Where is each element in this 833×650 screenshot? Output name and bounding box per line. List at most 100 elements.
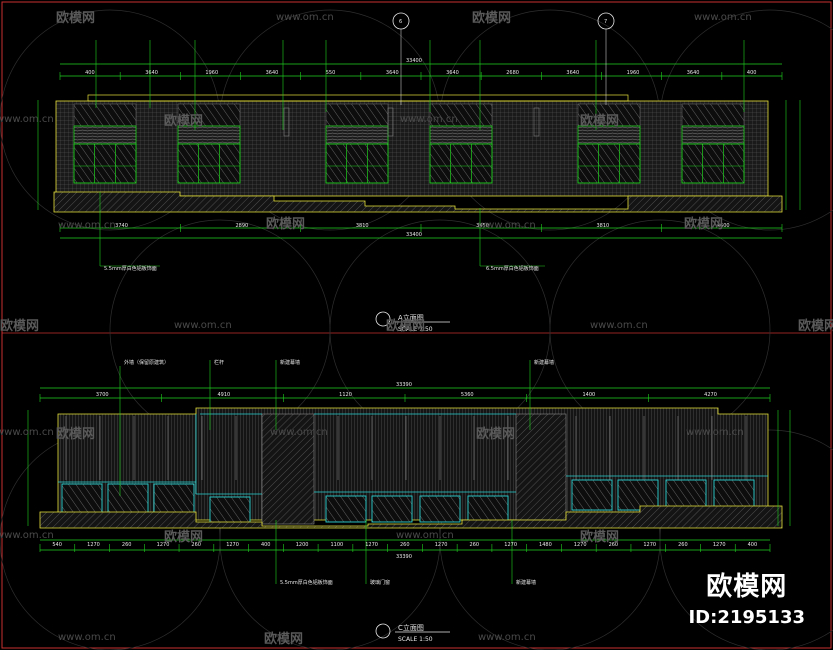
svg-text:www.om.cn: www.om.cn: [396, 530, 454, 541]
bay-c-window-5: [371, 495, 413, 523]
watermark-layer: 欧模网 www.om.cn 欧模网 www.om.cn www.om.cn 欧模…: [0, 10, 833, 647]
dim-c-bottom-13: 1270: [504, 542, 517, 548]
bay-a-window-4: [577, 143, 641, 184]
callout-c-top-3: 新建幕墙: [280, 359, 300, 366]
dim-c-top-2: 1120: [339, 392, 352, 398]
dim-c-top-4: 1400: [583, 392, 596, 398]
watermark-stamp: 欧模网 ID:2195133: [688, 566, 805, 628]
stamp-id: ID:2195133: [688, 607, 805, 628]
bay-a-window-1: [177, 143, 241, 184]
plinth-a: [53, 191, 783, 213]
bay-a-upper-2: [325, 103, 389, 127]
roof-line-a: [87, 94, 629, 102]
svg-text:欧模网: 欧模网: [476, 426, 515, 442]
frame-lines-c: [58, 413, 768, 495]
dim-c-bottom-17: 1270: [643, 542, 656, 548]
scale-a: SCALE 1:50: [398, 326, 433, 333]
dim-c-top-1: 4910: [218, 392, 231, 398]
dim-c-bottom-8: 1100: [330, 542, 343, 548]
callout-a-bottom-2: 6.5mm厚白色铝板饰面: [486, 265, 539, 272]
callout-c-top-4: 新建幕墙: [534, 359, 554, 366]
dim-c-bottom-7: 1200: [296, 542, 309, 548]
dim-c-bottom-1: 1270: [87, 542, 100, 548]
bay-c-window-4: [325, 495, 367, 523]
dim-a-top-11: 400: [747, 70, 757, 76]
svg-text:欧模网: 欧模网: [56, 10, 95, 26]
svg-text:欧模网: 欧模网: [386, 318, 425, 334]
svg-text:www.om.cn: www.om.cn: [478, 220, 536, 231]
svg-text:欧模网: 欧模网: [56, 426, 95, 442]
callout-c-top-2: 栏杆: [214, 359, 224, 366]
bay-c-window-9: [617, 479, 659, 511]
svg-text:www.om.cn: www.om.cn: [0, 114, 54, 125]
slot-a-0: [283, 107, 290, 137]
overall-dim-bottom-c: 33390: [396, 554, 412, 560]
dim-a-bottom-2: 3810: [356, 223, 369, 229]
svg-text:www.om.cn: www.om.cn: [590, 320, 648, 331]
bay-a-window-0: [73, 143, 137, 184]
title-a: A立面图: [398, 313, 424, 322]
dim-c-bottom-15: 1270: [574, 542, 587, 548]
bay-a-window-2: [325, 143, 389, 184]
dim-c-bottom-16: 260: [609, 542, 619, 548]
dim-a-top-7: 2680: [506, 70, 519, 76]
bay-a-panel-3: [429, 125, 493, 145]
callout-a-bottom-1: 5.5mm厚白色铝板饰面: [104, 265, 157, 272]
svg-text:www.om.cn: www.om.cn: [270, 427, 328, 438]
dim-c-bottom-19: 1270: [713, 542, 726, 548]
bay-c-window-1: [107, 483, 149, 515]
dim-a-bottom-3: 3450: [476, 223, 489, 229]
svg-text:欧模网: 欧模网: [684, 216, 723, 232]
dim-c-top-3: 5360: [461, 392, 474, 398]
bay-c-window-2: [153, 483, 195, 515]
dim-c-bottom-12: 260: [470, 542, 480, 548]
svg-text:www.om.cn: www.om.cn: [0, 427, 54, 438]
dim-c-bottom-5: 1270: [226, 542, 239, 548]
dim-a-top-4: 550: [326, 70, 336, 76]
scale-c: SCALE 1:50: [398, 636, 433, 643]
svg-text:www.om.cn: www.om.cn: [686, 427, 744, 438]
dim-a-top-1: 3640: [145, 70, 158, 76]
bay-c-window-6: [419, 495, 461, 523]
dim-c-top-0: 3700: [96, 392, 109, 398]
dim-a-bottom-0: 3740: [115, 223, 128, 229]
callout-c-bottom-1: 5.5mm厚白色铝板饰面: [280, 579, 333, 586]
bay-c-window-11: [713, 479, 755, 511]
callout-c-top-1: 外墙（保留原建筑）: [124, 359, 169, 366]
svg-text:欧模网: 欧模网: [798, 318, 833, 334]
svg-text:www.om.cn: www.om.cn: [0, 530, 54, 541]
svg-text:www.om.cn: www.om.cn: [694, 12, 752, 23]
bay-c-window-3: [209, 496, 251, 524]
svg-text:欧模网: 欧模网: [264, 631, 303, 647]
dim-a-bottom-1: 2890: [236, 223, 249, 229]
dim-c-bottom-10: 260: [400, 542, 410, 548]
bay-a-upper-5: [681, 103, 745, 127]
overall-dim-top-a: 33400: [406, 58, 422, 64]
callouts-c: [119, 360, 531, 584]
svg-text:欧模网: 欧模网: [472, 10, 511, 26]
grid-marker-7-label: 7: [604, 19, 607, 25]
bay-a-panel-5: [681, 125, 745, 145]
title-c: C立面图: [398, 623, 424, 632]
dim-a-top-9: 1960: [627, 70, 640, 76]
feature-panel-c-1: [261, 413, 315, 525]
svg-text:www.om.cn: www.om.cn: [400, 114, 458, 125]
dim-c-bottom-9: 1270: [365, 542, 378, 548]
bay-a-panel-0: [73, 125, 137, 145]
bay-a-window-5: [681, 143, 745, 184]
svg-text:欧模网: 欧模网: [580, 113, 619, 129]
svg-text:欧模网: 欧模网: [266, 216, 305, 232]
dim-c-bottom-20: 400: [748, 542, 758, 548]
bay-a-window-3: [429, 143, 493, 184]
dim-a-top-10: 3640: [687, 70, 700, 76]
bay-a-panel-2: [325, 125, 389, 145]
title-marker-c: [375, 623, 391, 639]
dim-c-bottom-2: 260: [122, 542, 132, 548]
dim-a-top-0: 400: [85, 70, 95, 76]
svg-text:欧模网: 欧模网: [164, 529, 203, 545]
overall-dim-bottom-a: 33400: [406, 232, 422, 238]
dim-a-top-3: 3640: [266, 70, 279, 76]
dim-a-bottom-4: 3810: [597, 223, 610, 229]
